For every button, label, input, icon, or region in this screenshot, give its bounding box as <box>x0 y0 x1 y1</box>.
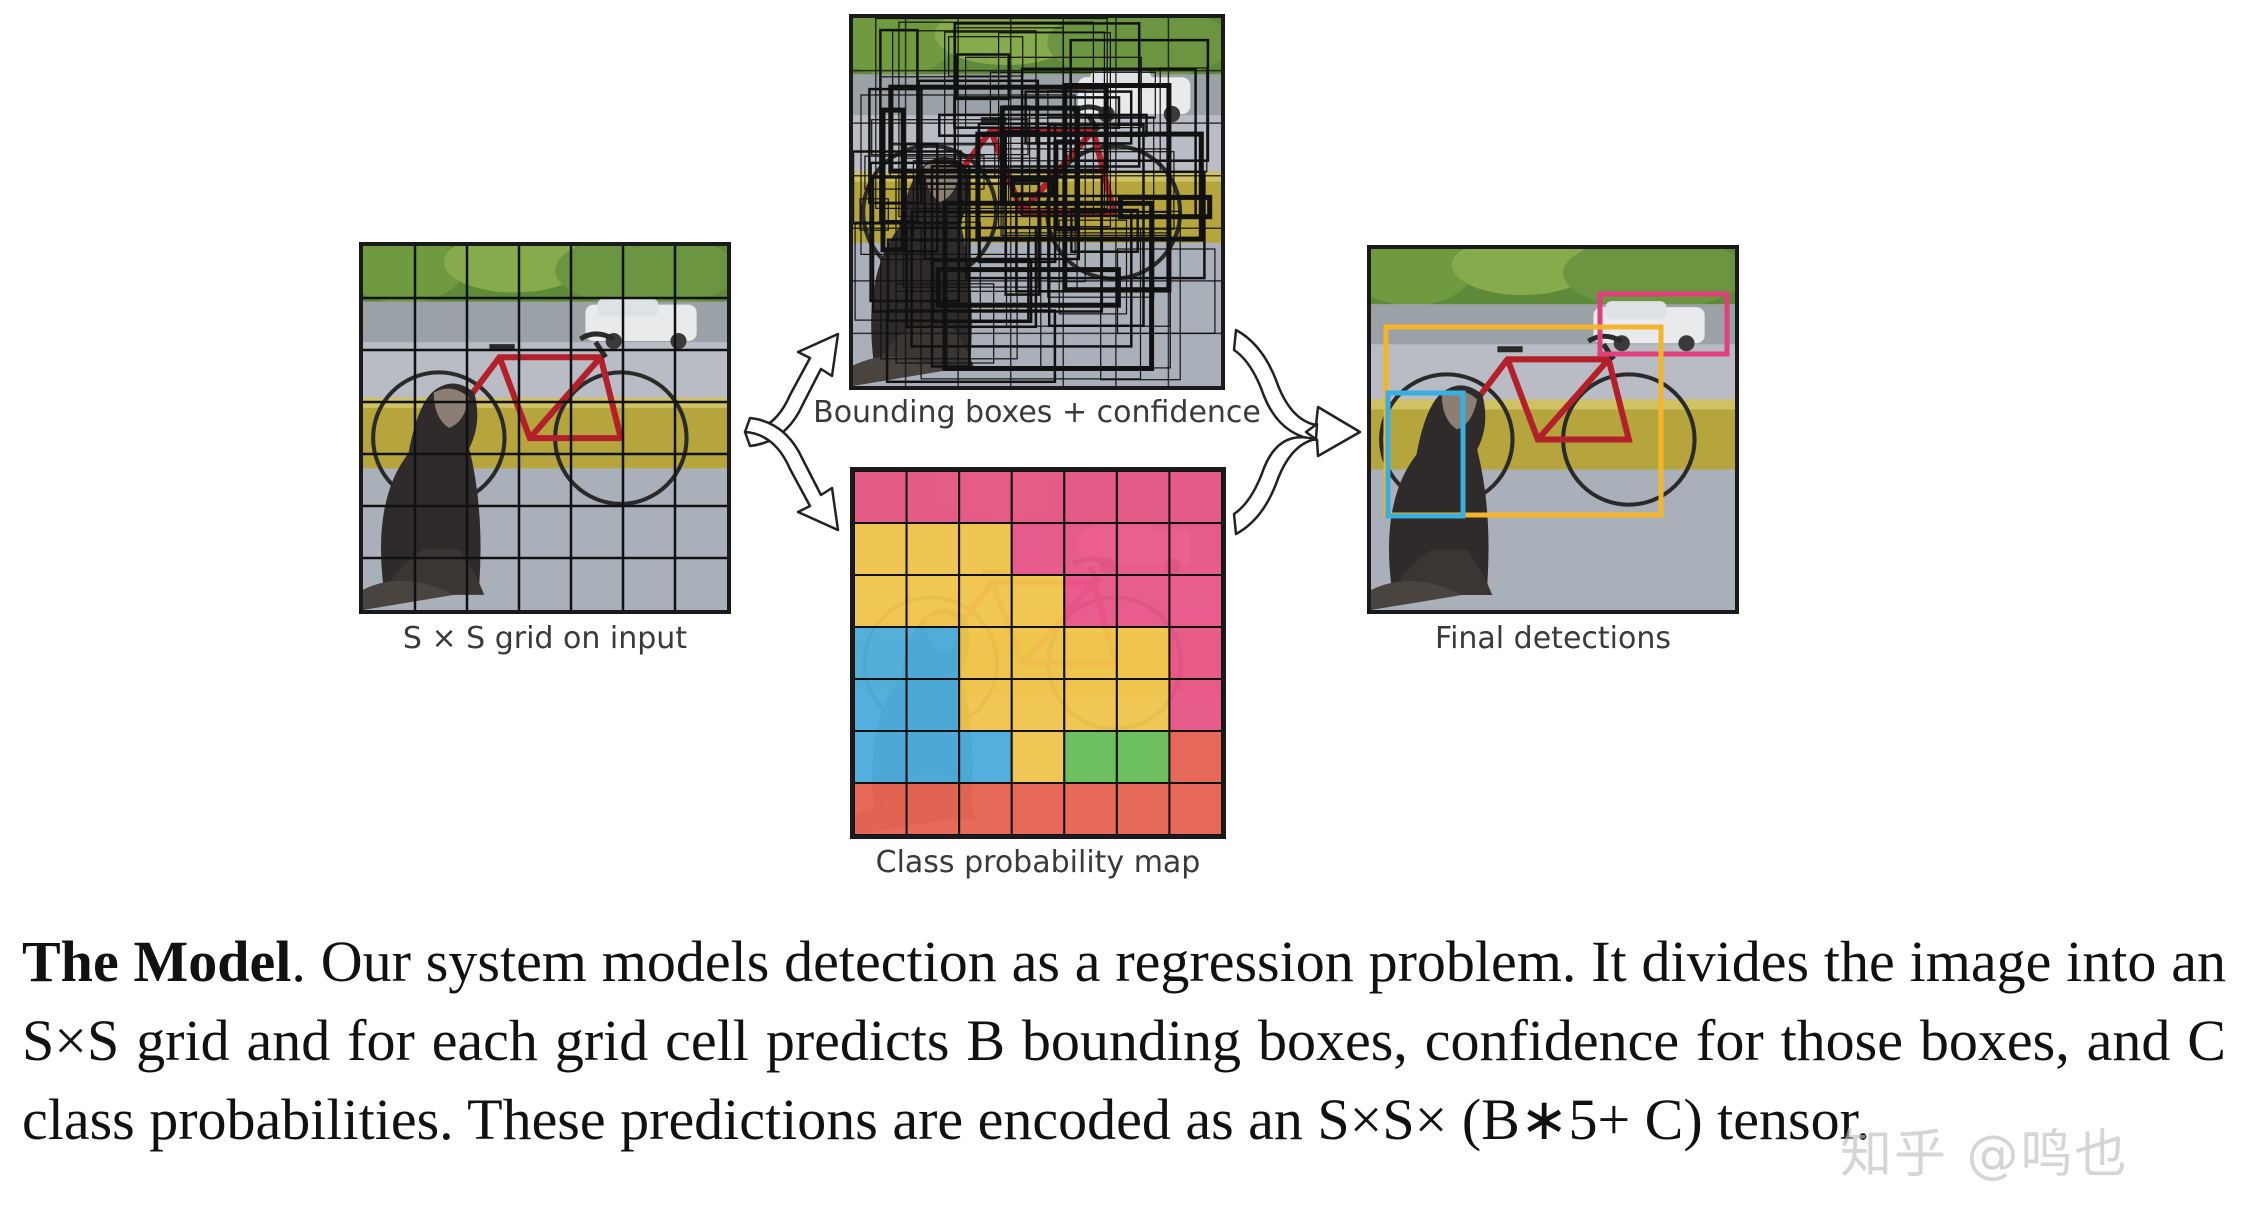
predicted-box <box>989 71 1156 119</box>
predicted-box <box>948 36 1024 77</box>
predicted-box <box>1069 38 1210 162</box>
bounding-boxes-panel <box>849 14 1225 390</box>
predicted-box <box>964 56 1142 129</box>
predicted-box <box>904 142 939 253</box>
input-grid-caption: S × S grid on input <box>402 621 688 656</box>
class-cell-yellow <box>958 678 1013 732</box>
predicted-box <box>977 122 1057 264</box>
class-cell-red <box>1063 782 1118 835</box>
predicted-box <box>905 226 1038 329</box>
class-cell-yellow <box>854 574 908 628</box>
predicted-box <box>871 119 1029 156</box>
class-cell-magenta <box>1168 678 1222 732</box>
class-cell-yellow <box>958 522 1013 576</box>
class-cell-yellow <box>905 574 961 628</box>
predicted-boxes <box>853 18 1216 384</box>
predicted-box <box>1020 67 1197 218</box>
dog-detection-box <box>1385 390 1466 519</box>
input-grid-lines <box>363 246 727 610</box>
predicted-box <box>1062 151 1175 230</box>
final-detections-panel <box>1367 245 1739 614</box>
predicted-box <box>1010 177 1056 198</box>
predicted-box <box>853 150 962 225</box>
bounding-boxes-caption: Bounding boxes + confidence <box>813 395 1261 430</box>
figure-description-paragraph: The Model. Our system models detection a… <box>22 922 2226 1159</box>
class-cell-red <box>1115 782 1171 835</box>
class-cell-red <box>1010 782 1066 835</box>
watermark: 知乎 @鸣也 <box>1840 1125 2129 1185</box>
class-cell-yellow <box>1115 678 1171 732</box>
predicted-box <box>1117 194 1213 220</box>
class-cell-red <box>905 782 961 835</box>
predicted-box <box>1004 130 1041 296</box>
predicted-box <box>1070 208 1139 253</box>
predicted-box <box>955 53 1010 101</box>
flow-arrows <box>743 328 1362 536</box>
class-probability-panel <box>850 467 1226 839</box>
split-arrow-down-icon <box>743 416 840 532</box>
class-cell-blue <box>958 730 1013 784</box>
predicted-box <box>910 210 1133 348</box>
class-cell-green <box>1063 730 1118 784</box>
paragraph-title: The Model <box>22 929 292 994</box>
class-cell-magenta <box>1168 626 1222 680</box>
class-cell-yellow <box>1010 730 1066 784</box>
merge-arrow-top-icon <box>1232 328 1362 458</box>
input-grid-panel <box>359 242 731 614</box>
bounding-boxes-image <box>853 18 1221 386</box>
class-cell-yellow <box>1010 574 1066 628</box>
predicted-box <box>871 176 1104 313</box>
final-detections-caption: Final detections <box>1435 621 1671 656</box>
predicted-box <box>879 28 919 223</box>
predicted-box <box>942 200 1155 371</box>
input-image <box>363 246 727 610</box>
merge-arrow-bottom-icon <box>1232 422 1319 536</box>
class-probability-cells <box>854 471 1222 835</box>
predicted-box <box>888 84 1109 174</box>
class-probability-image <box>854 471 1222 835</box>
predicted-box <box>875 18 1108 209</box>
class-cell-yellow <box>1115 626 1171 680</box>
predicted-box <box>1000 148 1170 236</box>
predicted-box <box>869 161 961 303</box>
predicted-box <box>935 267 1121 308</box>
class-cell-yellow <box>1010 626 1066 680</box>
class-cell-blue <box>905 730 961 784</box>
paragraph-body: . Our system models detection as a regre… <box>22 929 2226 1152</box>
class-cell-magenta <box>1063 522 1118 576</box>
predicted-box <box>1058 219 1128 315</box>
class-probability-caption: Class probability map <box>875 845 1201 880</box>
final-detections-image <box>1371 249 1735 610</box>
class-cell-magenta <box>1115 574 1171 628</box>
